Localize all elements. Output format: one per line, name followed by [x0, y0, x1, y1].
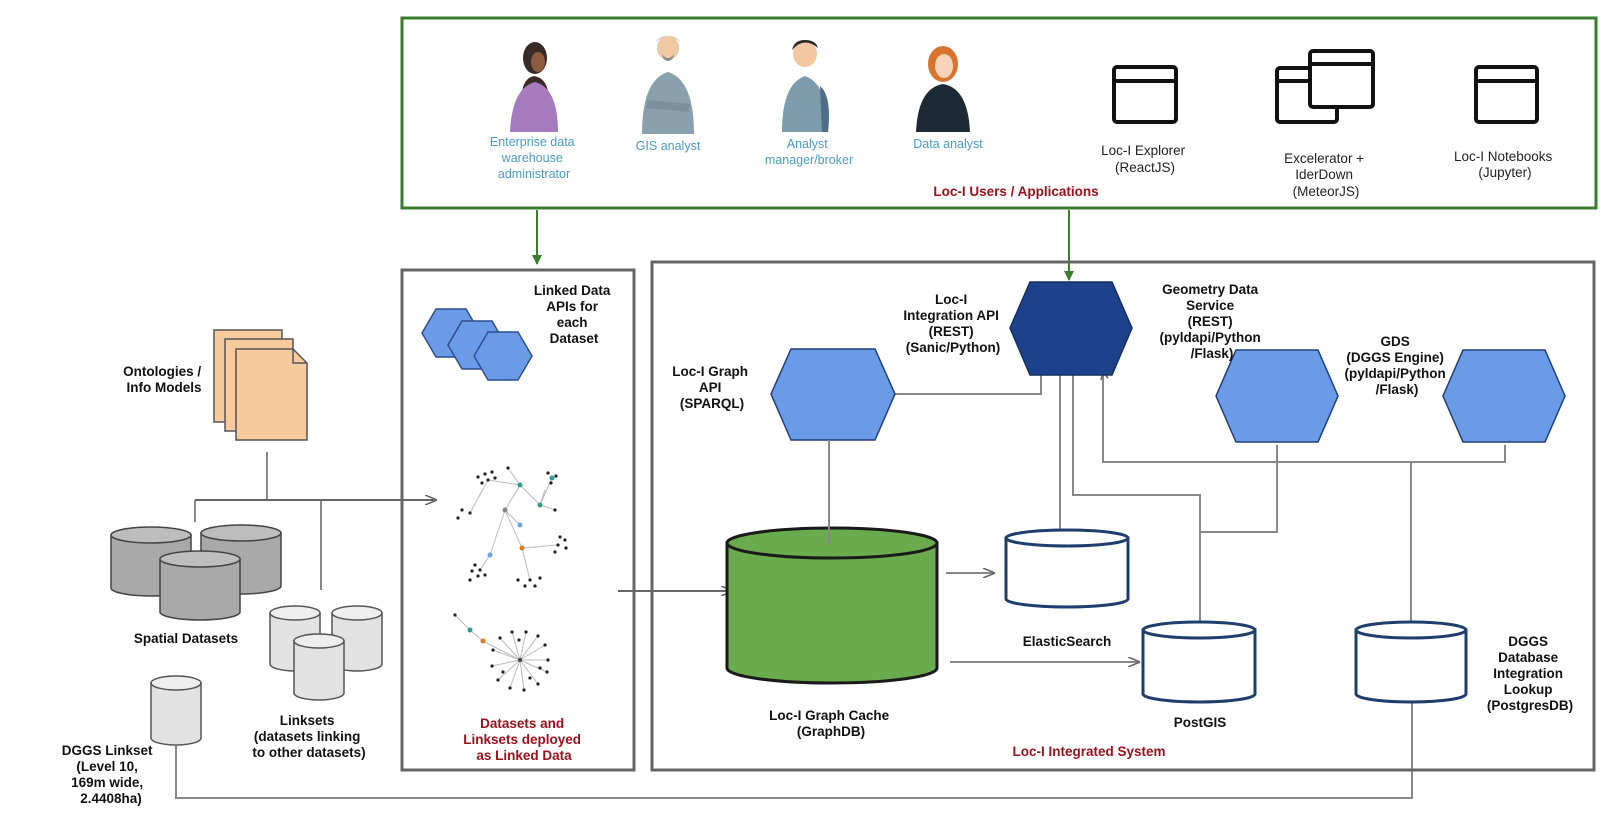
graph-api-label: Loc-I Graph API (SPARQL): [672, 364, 752, 411]
graph-cache-db-icon: [725, 526, 939, 685]
app-label-loci-notebooks: Loc-I Notebooks (Jupyter): [1454, 149, 1556, 180]
dggs-linkset-connector-line: [175, 700, 1413, 799]
ontologies-label: Ontologies / Info Models: [123, 364, 205, 395]
users-applications-panel: Enterprise data warehouse administrator …: [400, 16, 1598, 210]
dggs-lookup-db-icon: [1354, 620, 1468, 704]
user-label-analyst-manager: Analyst manager/broker: [765, 137, 853, 167]
user-label-data-analyst: Data analyst: [913, 137, 983, 151]
stacked-windows-icon: [1275, 49, 1375, 124]
linked-data-panel-border: [400, 268, 636, 772]
integrated-system-panel: Loc-I Graph API (SPARQL) Loc-I Integrati…: [650, 260, 1596, 772]
integration-connector-lines: [828, 375, 1506, 650]
linked-data-network-graph-icon: [456, 466, 568, 588]
dggs-linkset-label: DGGS Linkset (Level 10, 169m wide, 2.440…: [62, 743, 157, 806]
dggs-lookup-label: DGGS Database Integration Lookup (Postgr…: [1487, 634, 1573, 713]
ontologies-documents-icon: [213, 329, 308, 441]
integration-api-label: Loc-I Integration API (REST) (Sanic/Pyth…: [903, 292, 1002, 355]
linked-data-apis-hexagon-icon: [421, 308, 533, 381]
integrated-system-panel-border: [650, 260, 1596, 772]
linked-data-apis-label: Linked Data APIs for each Dataset: [534, 283, 614, 346]
spatial-datasets-label: Spatial Datasets: [134, 631, 238, 646]
linked-data-caption: Datasets and Linksets deployed as Linked…: [463, 716, 585, 763]
integrated-system-title: Loc-I Integrated System: [1012, 744, 1165, 759]
spatial-datasets-db-icon: [110, 524, 282, 621]
graph-cache-label: Loc-I Graph Cache (GraphDB): [769, 708, 893, 739]
user-label-gis-analyst: GIS analyst: [636, 139, 701, 153]
linked-data-panel: Linked Data APIs for each Dataset: [400, 268, 636, 772]
linksets-db-icon: [269, 605, 383, 701]
app-label-excelerator: Excelerator + IderDown (MeteorJS): [1284, 151, 1368, 199]
browser-window-icon: [1474, 65, 1539, 124]
browser-window-icon: [1112, 65, 1178, 124]
elasticsearch-label: ElasticSearch: [1023, 634, 1112, 649]
graph-api-hexagon-icon: [770, 348, 896, 441]
integration-api-hexagon-icon: [1009, 281, 1133, 376]
geometry-service-hexagon-icon: [1215, 349, 1339, 443]
woman-orange-hair-person-icon: [916, 46, 970, 132]
geometry-service-label: Geometry Data Service (REST) (pyldapi/Py…: [1159, 282, 1264, 361]
postgis-db-icon: [1141, 620, 1257, 704]
app-label-loci-explorer: Loc-I Explorer (ReactJS): [1101, 143, 1189, 175]
linkset-network-graph-icon: [453, 613, 550, 692]
user-label-enterprise-admin: Enterprise data warehouse administrator: [490, 135, 578, 181]
man-arms-crossed-person-icon: [642, 36, 694, 134]
sources-connector-lines: [194, 452, 322, 590]
users-panel-title: Loc-I Users / Applications: [933, 184, 1098, 199]
gds-label: GDS (DGGS Engine) (pyldapi/Python /Flask…: [1344, 334, 1449, 397]
woman-hijab-person-icon: [510, 42, 558, 132]
elasticsearch-db-icon: [1004, 528, 1130, 609]
postgis-label: PostGIS: [1174, 715, 1227, 730]
users-panel-border: [400, 16, 1598, 210]
woman-backpack-person-icon: [782, 40, 829, 132]
gds-hexagon-icon: [1442, 349, 1566, 443]
dggs-linkset-db-icon: [150, 675, 202, 746]
linksets-label: Linksets (datasets linking to other data…: [252, 713, 365, 760]
